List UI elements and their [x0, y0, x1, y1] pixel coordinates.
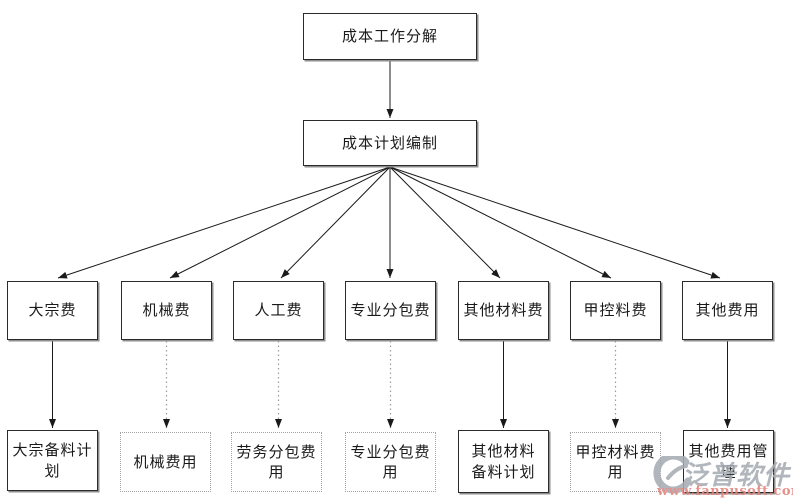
- node-machinery-cost: 机械费用: [120, 432, 211, 492]
- node-labor-fee: 人工费: [233, 281, 324, 340]
- node-cost-work-breakdown: 成本工作分解: [303, 13, 477, 60]
- node-subcontract-fee: 专业分包费: [345, 281, 436, 340]
- node-bulk-material-plan: 大宗备料计划: [7, 430, 98, 491]
- node-other-expense-management: 其他费用管理: [683, 430, 774, 493]
- node-owner-material-cost: 甲控材料费用: [570, 432, 661, 492]
- edge-plan-to-bulk-fee: [57, 166, 391, 279]
- node-other-expense: 其他费用: [682, 281, 773, 340]
- node-labor-subcontract-cost: 劳务分包费用: [231, 432, 322, 492]
- edge-plan-to-other-expense: [389, 166, 721, 279]
- node-machinery-fee: 机械费: [121, 281, 212, 340]
- node-bulk-fee: 大宗费: [7, 281, 98, 340]
- node-subcontract-cost: 专业分包费用: [345, 432, 436, 492]
- edge-plan-to-labor-fee: [280, 166, 391, 279]
- node-owner-material-fee: 甲控料费: [570, 281, 661, 340]
- edge-plan-to-owner-material-fee: [389, 166, 612, 279]
- edge-plan-to-other-material-fee: [389, 166, 501, 279]
- node-other-material-plan: 其他材料 备料计划: [458, 430, 549, 493]
- node-other-material-fee: 其他材料费: [458, 281, 549, 340]
- edge-plan-to-machinery-fee: [169, 166, 391, 279]
- node-cost-plan-compilation: 成本计划编制: [303, 120, 477, 166]
